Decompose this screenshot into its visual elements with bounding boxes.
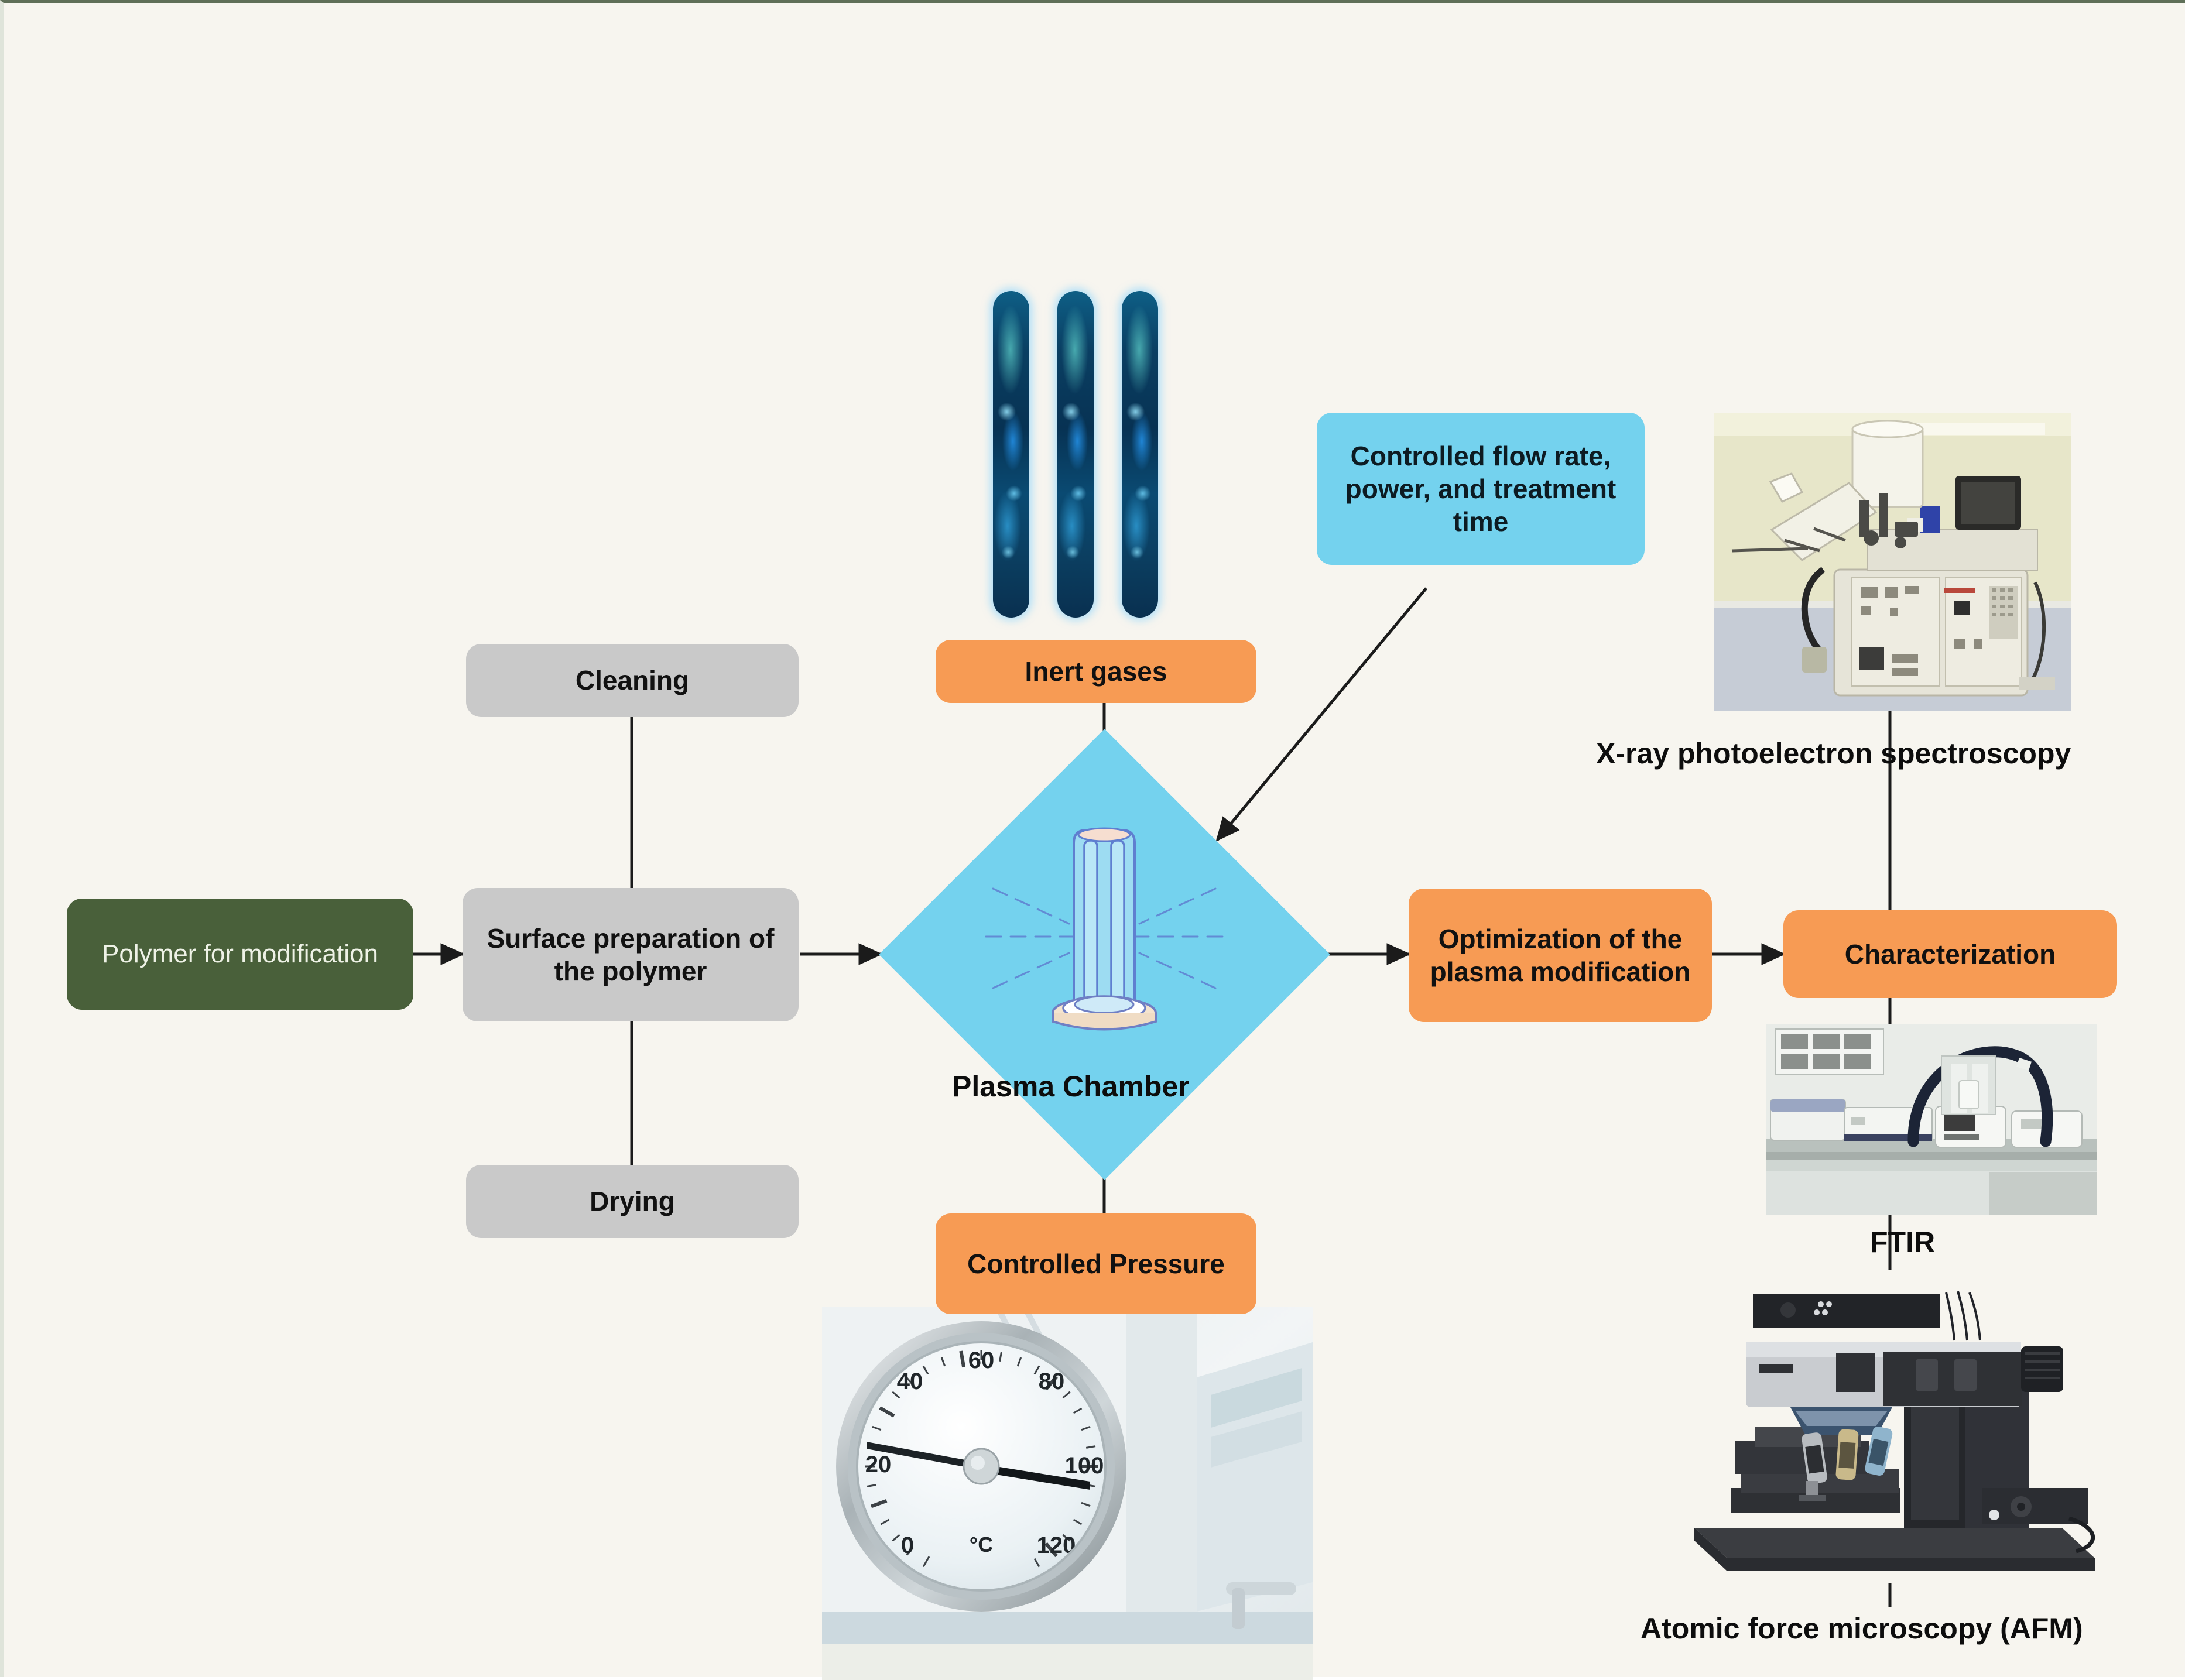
node-characterization[interactable]: Characterization (1783, 910, 2117, 998)
pressure-gauge-photo: 60 40 80 20 100 0 120 °C (822, 1307, 1313, 1680)
afm-microscope-photo (1690, 1270, 2100, 1583)
node-label: Cleaning (575, 665, 690, 696)
xps-caption: X-ray photoelectron spectroscopy (1596, 737, 2071, 770)
node-label: Characterization (1844, 938, 2056, 969)
afm-caption: Atomic force microscopy (AFM) (1641, 1612, 2083, 1645)
node-inert-gases[interactable]: Inert gases (936, 640, 1256, 703)
node-cleaning[interactable]: Cleaning (466, 644, 799, 717)
node-label: Optimization of the plasma modification (1430, 923, 1691, 987)
node-surface-preparation[interactable]: Surface preparation of the polymer (463, 888, 799, 1021)
plasma-lamp-icon (985, 827, 1224, 1031)
node-polymer-for-modification[interactable]: Polymer for modification (67, 899, 413, 1010)
plasma-chamber-label: Plasma Chamber (952, 1070, 1190, 1103)
xps-instrument-photo (1714, 413, 2071, 711)
node-optimization[interactable]: Optimization of the plasma modification (1409, 889, 1712, 1022)
svg-text:°C: °C (970, 1532, 993, 1556)
node-label: Controlled flow rate, power, and treatme… (1345, 440, 1617, 537)
node-drying[interactable]: Drying (466, 1165, 799, 1238)
node-label: Controlled Pressure (967, 1248, 1225, 1279)
svg-text:80: 80 (1039, 1369, 1065, 1394)
svg-text:20: 20 (865, 1452, 892, 1477)
node-controlled-pressure[interactable]: Controlled Pressure (936, 1213, 1256, 1314)
ftir-instrument-photo (1766, 1024, 2097, 1215)
node-controlled-flow-rate[interactable]: Controlled flow rate, power, and treatme… (1317, 413, 1645, 565)
node-label: Drying (590, 1186, 675, 1217)
svg-text:100: 100 (1065, 1453, 1104, 1479)
node-label: Surface preparation of the polymer (487, 923, 775, 986)
node-label: Inert gases (1025, 656, 1167, 687)
svg-text:60: 60 (968, 1348, 995, 1373)
node-label: Polymer for modification (102, 940, 378, 969)
ftir-caption: FTIR (1870, 1226, 1936, 1259)
svg-text:0: 0 (901, 1532, 914, 1558)
